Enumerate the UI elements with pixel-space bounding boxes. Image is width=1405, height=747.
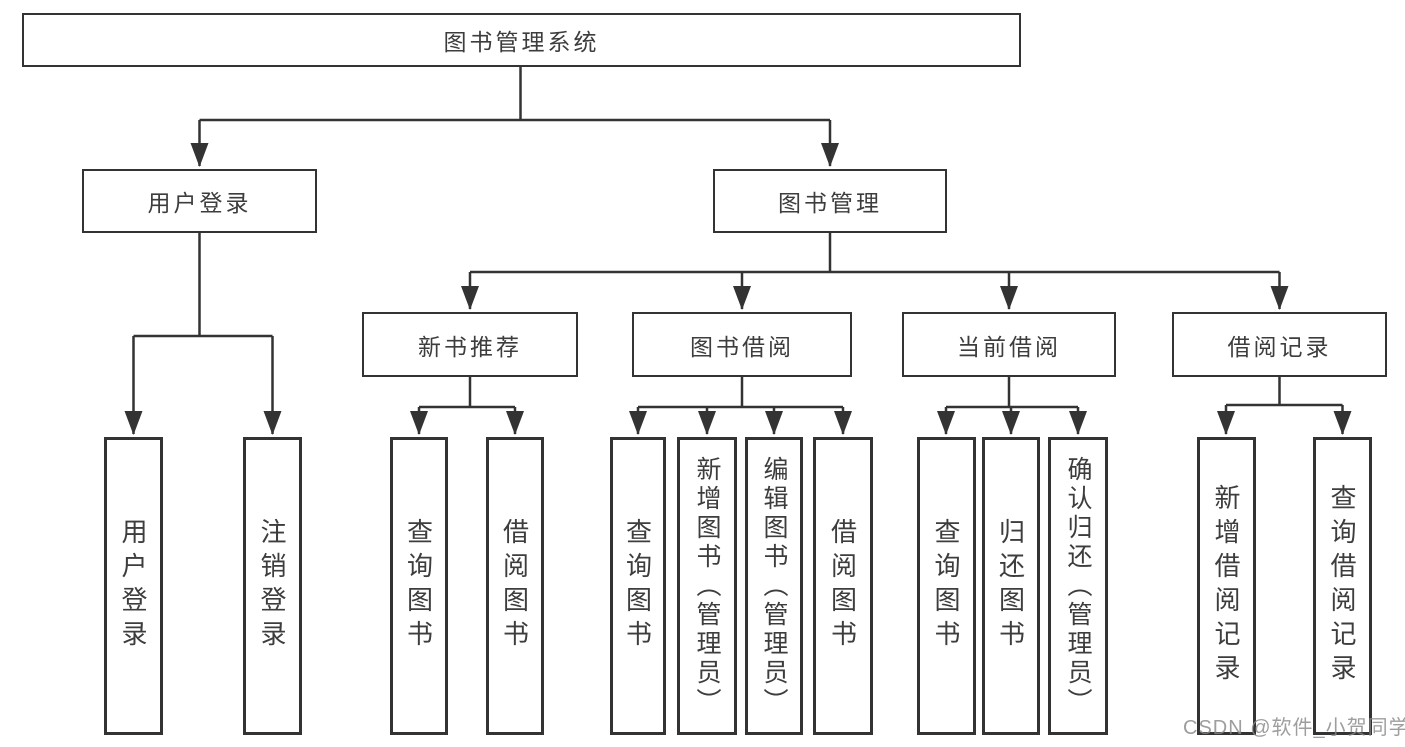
node-borrow-records: 借阅记录 <box>1172 312 1387 377</box>
leaf-query-borrow-record: 查询借阅记录 <box>1313 437 1372 735</box>
leaf-query-books-recommend-label: 查询图书 <box>403 518 434 654</box>
leaf-query-books-label: 查询图书 <box>622 518 653 654</box>
leaf-borrow-books-label: 借阅图书 <box>827 518 858 654</box>
leaf-return-books: 归还图书 <box>982 437 1040 735</box>
leaf-borrow-books-recommend: 借阅图书 <box>486 437 544 735</box>
leaf-query-books-current-label: 查询图书 <box>931 518 961 654</box>
node-root-label: 图书管理系统 <box>443 29 600 55</box>
leaf-add-books-admin: 新增图书（管理员） <box>677 437 737 735</box>
leaf-logout-label: 注销登录 <box>257 518 287 654</box>
node-user-login-label: 用户登录 <box>147 190 252 216</box>
csdn-watermark: CSDN @软件_小贺同学 <box>1183 717 1405 739</box>
leaf-edit-books-admin: 编辑图书（管理员） <box>745 437 803 735</box>
leaf-logout: 注销登录 <box>243 437 302 735</box>
leaf-add-books-admin-label: 新增图书（管理员） <box>693 455 721 717</box>
node-current-borrow-label: 当前借阅 <box>957 333 1061 360</box>
node-book-borrow: 图书借阅 <box>632 312 852 377</box>
leaf-confirm-return-admin: 确认归还（管理员） <box>1048 437 1108 735</box>
node-book-borrow-label: 图书借阅 <box>690 333 794 360</box>
leaf-confirm-return-admin-label: 确认归还（管理员） <box>1064 455 1092 717</box>
node-borrow-records-label: 借阅记录 <box>1227 333 1332 360</box>
node-new-book-recommend: 新书推荐 <box>362 312 578 377</box>
leaf-user-login: 用户登录 <box>104 437 163 735</box>
leaf-edit-books-admin-label: 编辑图书（管理员） <box>760 455 788 717</box>
leaf-query-books-recommend: 查询图书 <box>390 437 448 735</box>
node-new-book-recommend-label: 新书推荐 <box>418 333 522 360</box>
leaf-return-books-label: 归还图书 <box>995 518 1026 654</box>
node-current-borrow: 当前借阅 <box>902 312 1116 377</box>
leaf-query-borrow-record-label: 查询借阅记录 <box>1327 484 1357 688</box>
node-user-login: 用户登录 <box>82 169 317 233</box>
node-book-management: 图书管理 <box>713 169 947 233</box>
leaf-query-books: 查询图书 <box>610 437 666 735</box>
leaf-borrow-books-recommend-label: 借阅图书 <box>499 518 530 654</box>
node-root-system: 图书管理系统 <box>22 13 1021 67</box>
leaf-add-borrow-record-label: 新增借阅记录 <box>1211 484 1241 688</box>
leaf-borrow-books: 借阅图书 <box>813 437 873 735</box>
node-book-management-label: 图书管理 <box>778 190 882 216</box>
leaf-query-books-current: 查询图书 <box>917 437 976 735</box>
leaf-add-borrow-record: 新增借阅记录 <box>1197 437 1256 735</box>
leaf-user-login-label: 用户登录 <box>118 518 148 654</box>
